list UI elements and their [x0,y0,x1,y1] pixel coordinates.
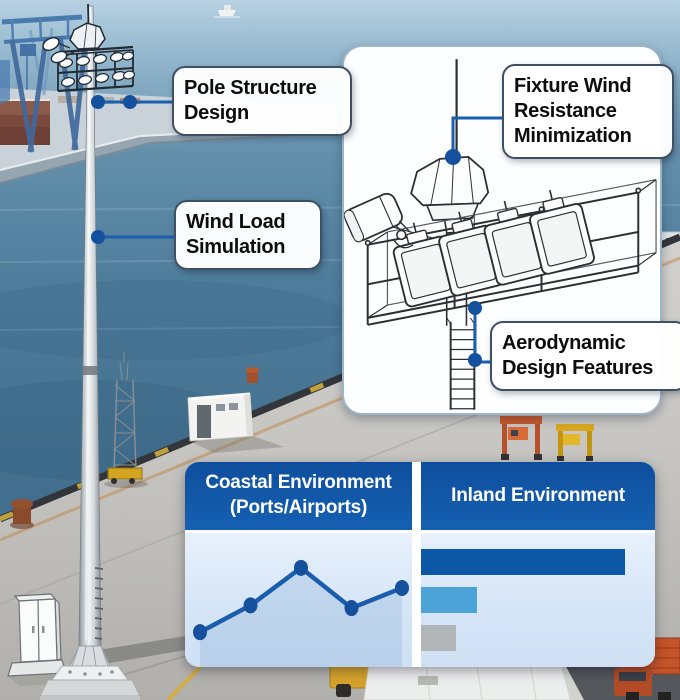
environment-comparison-panel: Coastal Environment (Ports/Airports) Inl… [185,462,655,667]
diagram-floodlight [529,189,595,275]
line-point-0 [193,624,207,641]
straddle-carrier-orange [500,416,542,460]
lattice-tower [104,352,148,488]
coastal-trend-chart [185,533,412,667]
bollard [10,499,34,529]
inland-bar-2 [421,625,457,651]
label-fixture-wind-resistance: Fixture Wind Resistance Minimization [502,64,674,159]
label-aerodynamic-design-features: Aerodynamic Design Features [490,321,680,391]
gantry-crane [0,14,89,153]
label-wind-load-simulation: Wind Load Simulation [174,200,322,270]
bollard [245,367,260,383]
diagram-dome-cap [410,156,490,207]
site-office [187,392,284,453]
inland-bars [421,533,655,667]
line-point-3 [344,600,359,617]
line-point-2 [294,559,308,576]
fixture-line-drawing [344,59,657,410]
inland-bar-0 [421,549,625,575]
lightning-rod [87,3,90,27]
header-coastal-environment: Coastal Environment (Ports/Airports) [185,462,412,530]
line-point-4 [395,579,409,596]
diagram-ladder [446,317,476,410]
label-pole-structure-design: Pole Structure Design [172,66,352,136]
inland-bar-1 [421,587,478,613]
diagram-winch-unit [344,192,414,249]
line-point-1 [243,597,258,614]
boat [214,5,240,18]
header-inland-environment: Inland Environment [421,462,655,530]
high-mast-pole [39,5,141,700]
floodlight-cluster [42,3,136,93]
straddle-carrier-yellow [556,424,594,461]
